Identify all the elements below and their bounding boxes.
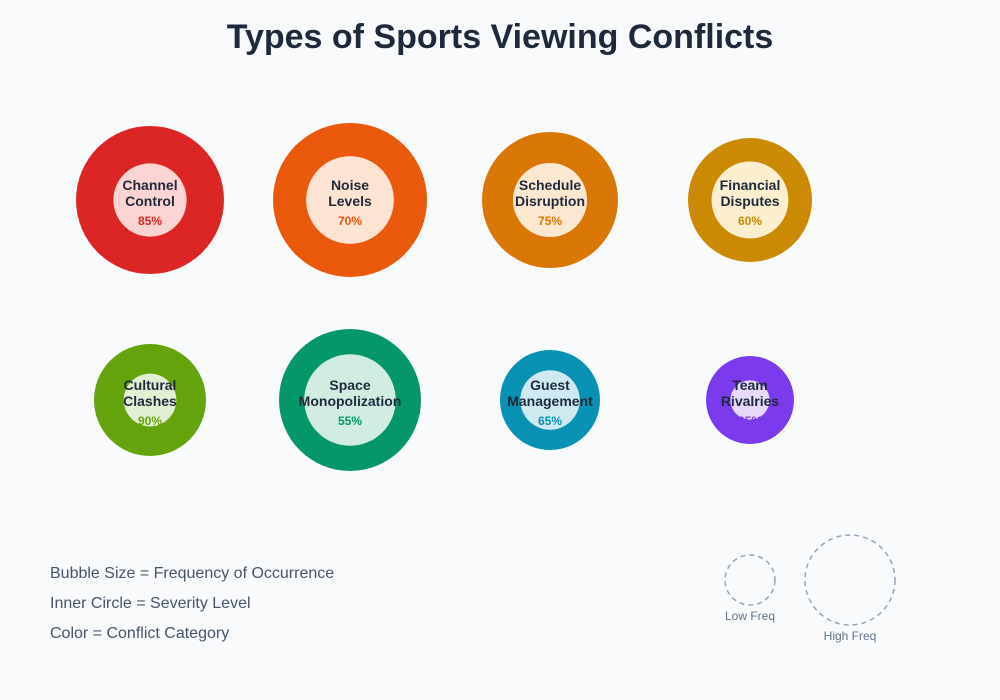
bubble-inner-circle	[304, 354, 396, 446]
low-freq-caption: Low Freq	[725, 609, 775, 623]
bubble-inner-circle	[306, 156, 394, 244]
bubble-label-line2: Disruption	[515, 193, 585, 209]
bubble-label-line2: Disputes	[720, 193, 779, 209]
bubble-label-line1: Team	[732, 377, 768, 393]
legend-inner-text: Inner Circle = Severity Level	[50, 595, 251, 612]
bubble-severity-value: 85%	[138, 214, 162, 228]
bubble-label-line1: Noise	[331, 177, 369, 193]
bubble-label-line1: Financial	[720, 177, 781, 193]
page-title: Types of Sports Viewing Conflicts	[226, 18, 774, 56]
bubble-label-line2: Monopolization	[299, 393, 402, 409]
bubble-severity-value: 55%	[338, 414, 362, 428]
bubble-label-line1: Cultural	[124, 377, 177, 393]
bubble-severity-value: 90%	[138, 414, 162, 428]
bubble-severity-value: 70%	[338, 214, 362, 228]
bubble-severity-value: 60%	[738, 214, 762, 228]
bubble-severity-value: 75%	[538, 214, 562, 228]
bubble-inner-circle	[123, 373, 177, 427]
bubble-label-line2: Levels	[328, 193, 372, 209]
legend-size-text: Bubble Size = Frequency of Occurrence	[50, 565, 335, 582]
bubble-label-line1: Guest	[530, 377, 570, 393]
high-freq-caption: High Freq	[824, 629, 877, 643]
bubble-severity-value: 95%	[738, 414, 762, 428]
bubble-label-line1: Space	[329, 377, 370, 393]
bubble-label-line1: Channel	[122, 177, 177, 193]
legend-color-text: Color = Conflict Category	[50, 625, 230, 642]
low-freq-sample-circle	[724, 554, 776, 606]
bubble-inner-circle	[730, 380, 770, 420]
bubble-label-line2: Control	[125, 193, 175, 209]
bubble-inner-circle	[113, 163, 187, 237]
bubble-label-line2: Management	[507, 393, 593, 409]
bubble-label-line2: Clashes	[123, 393, 177, 409]
bubble-label-line2: Rivalries	[721, 393, 780, 409]
bubble-inner-circle	[711, 161, 789, 239]
bubble-severity-value: 65%	[538, 414, 562, 428]
high-freq-sample-circle	[804, 534, 896, 626]
bubble-inner-circle	[512, 162, 588, 238]
bubble-inner-circle	[520, 370, 580, 430]
bubble-label-line1: Schedule	[519, 177, 581, 193]
